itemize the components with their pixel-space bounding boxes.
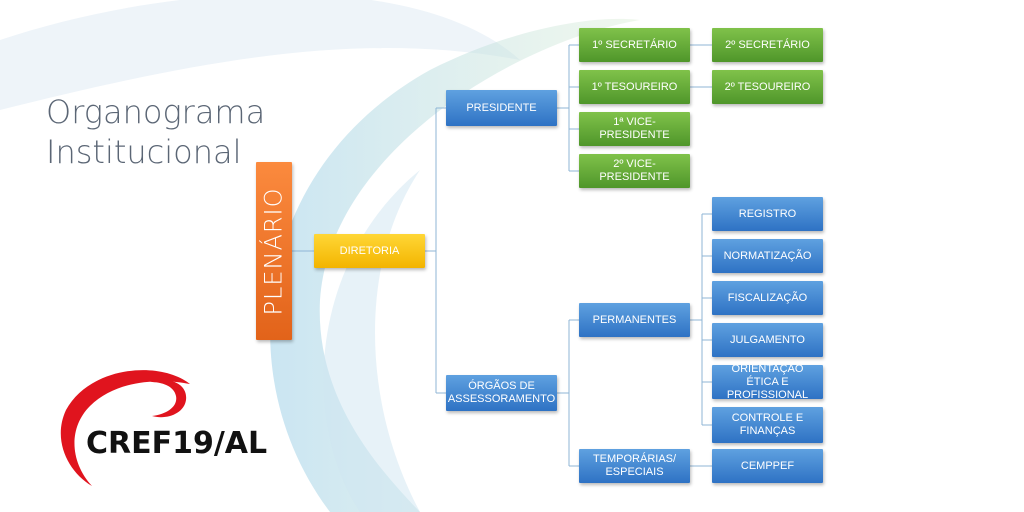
- page-title: Organograma Institucional: [46, 93, 266, 171]
- logo-swoosh-icon: [60, 370, 191, 486]
- cemppef-box: CEMPPEF: [712, 449, 823, 483]
- vice-presidente-1-box: 1ª VICE-PRESIDENTE: [579, 112, 690, 146]
- orgaos-assessoramento-box: ÓRGÃOS DE ASSESSORAMENTO: [446, 375, 557, 411]
- permanentes-box: PERMANENTES: [579, 303, 690, 337]
- plenario-box: PLENÁRIO: [256, 162, 292, 340]
- tesoureiro-1-box: 1º TESOUREIRO: [579, 70, 690, 104]
- temporarias-especiais-box: TEMPORÁRIAS/ ESPECIAIS: [579, 449, 690, 483]
- controle-financas-box: CONTROLE E FINANÇAS: [712, 407, 823, 443]
- normatizacao-box: NORMATIZAÇÃO: [712, 239, 823, 273]
- logo: CREF19/AL: [86, 426, 268, 461]
- julgamento-box: JULGAMENTO: [712, 323, 823, 357]
- secretario-2-box: 2º SECRETÁRIO: [712, 28, 823, 62]
- vice-presidente-2-box: 2º VICE-PRESIDENTE: [579, 154, 690, 188]
- secretario-1-box: 1º SECRETÁRIO: [579, 28, 690, 62]
- orientacao-etica-box: ORIENTAÇÃO ÉTICA E PROFISSIONAL: [712, 363, 823, 401]
- plenario-label: PLENÁRIO: [259, 186, 288, 316]
- fiscalizacao-box: FISCALIZAÇÃO: [712, 281, 823, 315]
- diretoria-box: DIRETORIA: [314, 234, 425, 268]
- registro-box: REGISTRO: [712, 197, 823, 231]
- tesoureiro-2-box: 2º TESOUREIRO: [712, 70, 823, 104]
- presidente-box: PRESIDENTE: [446, 90, 557, 126]
